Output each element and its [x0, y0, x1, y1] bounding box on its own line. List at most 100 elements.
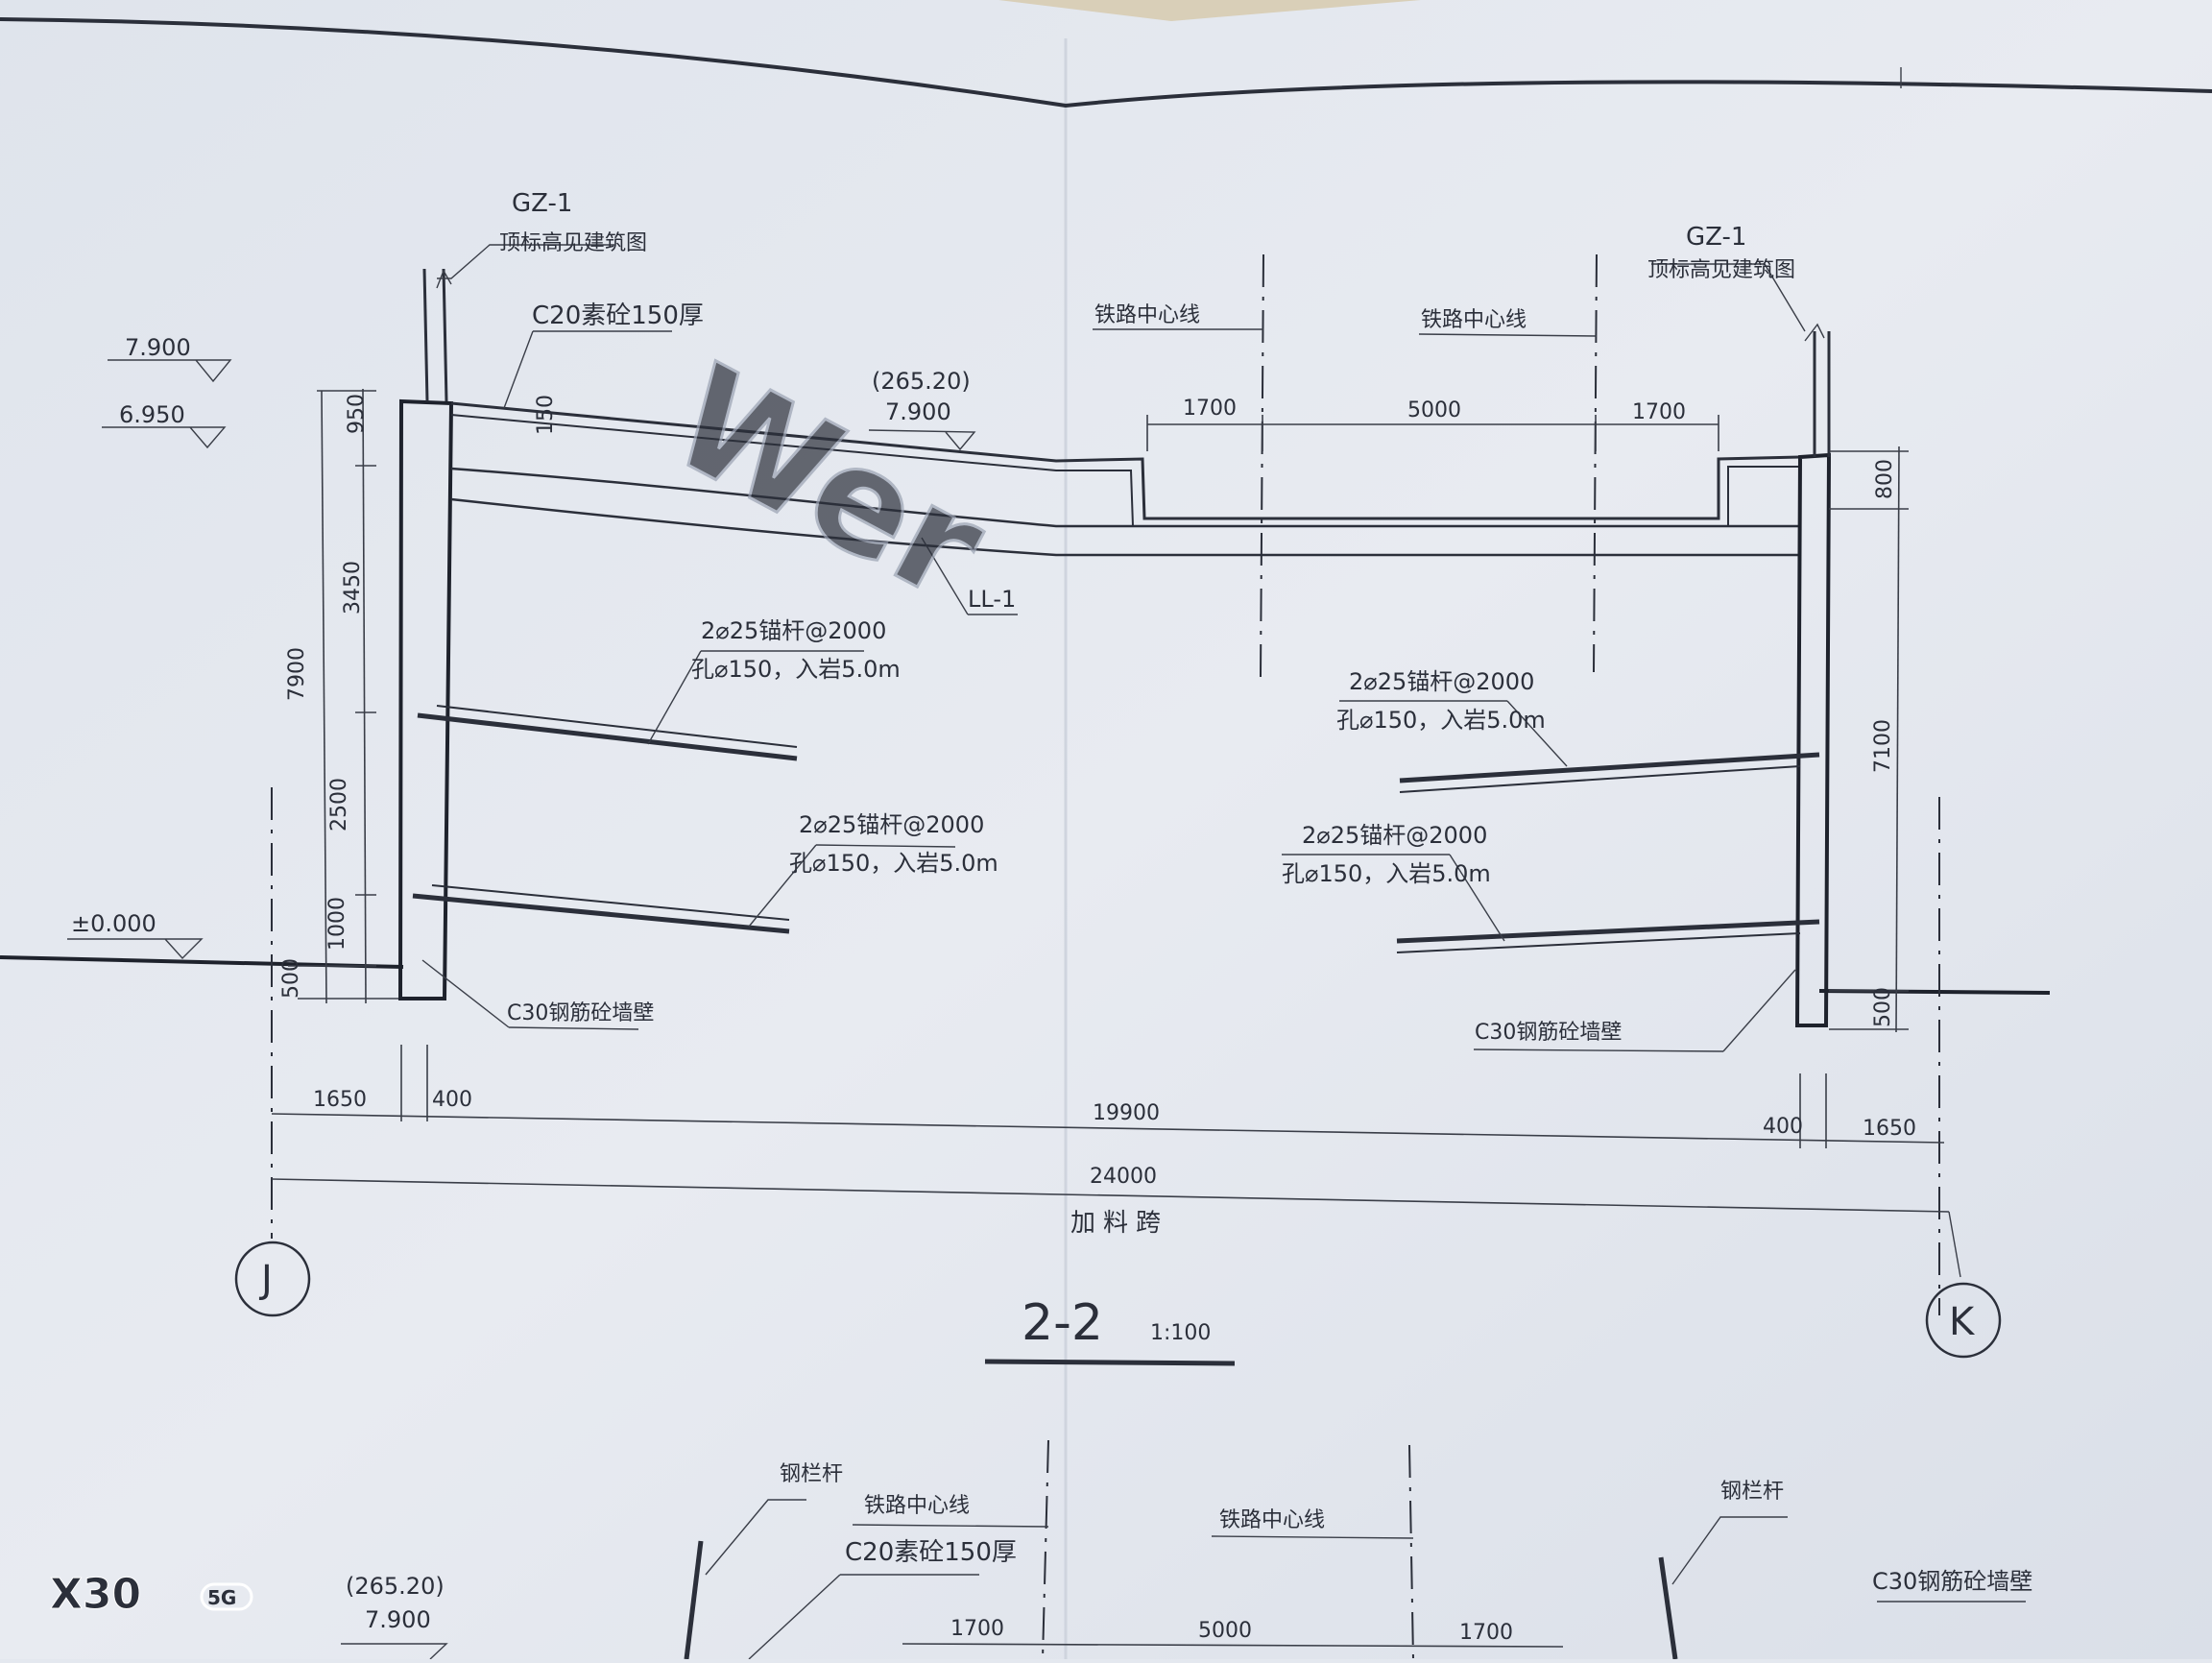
lower-dim-1700-a: 1700 — [950, 1617, 1004, 1641]
slab-thickness: 150 — [534, 395, 558, 435]
dim-bottom-ticks — [400, 1045, 1827, 1148]
dim-right-chain — [1895, 446, 1900, 1033]
gz-right-break — [1804, 323, 1825, 342]
lower-elev-ref: (265.20) — [346, 1573, 445, 1600]
lower-railing-right: 钢栏杆 — [1720, 1480, 1784, 1504]
dim-top-1700-b: 1700 — [1632, 400, 1686, 424]
lower-elev-top: 7.900 — [365, 1606, 431, 1633]
anchor-1-line2: 孔⌀150，入岩5.0m — [691, 656, 901, 683]
lower-rail-cl-1: 铁路中心线 — [864, 1494, 970, 1518]
lower-section — [341, 1439, 2026, 1660]
elev-marks — [67, 359, 976, 960]
lower-railing-left: 钢栏杆 — [780, 1462, 843, 1486]
elev-left-1: 7.900 — [125, 334, 191, 361]
dim-bottom-1650-b: 1650 — [1863, 1117, 1916, 1141]
gz-left-column-edge — [442, 268, 448, 402]
elev-ref-label: (265.20) — [872, 368, 971, 395]
anchor-right-lower — [1396, 919, 1820, 953]
section-title: 2-2 — [1022, 1294, 1103, 1352]
lower-dim-1700-b: 1700 — [1459, 1621, 1513, 1645]
gz-left-label: GZ-1 — [512, 189, 572, 218]
dim-overall-24000: 24000 — [1090, 1165, 1157, 1189]
anchor-3-line1: 2⌀25锚杆@2000 — [1349, 668, 1534, 695]
anchor-3-line2: 孔⌀150，入岩5.0m — [1336, 707, 1546, 734]
title-underline — [984, 1359, 1236, 1366]
section-scale: 1:100 — [1150, 1321, 1211, 1345]
axis-label-j: J — [258, 1258, 273, 1302]
dim-left-3450: 3450 — [341, 561, 365, 615]
span-name: 加料跨 — [1070, 1209, 1168, 1238]
elev-left-2: 6.950 — [119, 401, 185, 428]
dim-left-500: 500 — [279, 958, 303, 999]
leaders — [421, 330, 1796, 1052]
anchor-2-line2: 孔⌀150，入岩5.0m — [789, 850, 998, 877]
camera-network: 5G — [207, 1586, 236, 1609]
dim-right-7100: 7100 — [1871, 719, 1895, 773]
elev-top-label: 7.900 — [885, 398, 951, 425]
lower-dim-5000: 5000 — [1198, 1619, 1252, 1643]
rail-cl-label-2: 铁路中心线 — [1421, 308, 1527, 332]
beam-bottom — [450, 497, 1800, 557]
frame-border — [0, 17, 2212, 108]
dim-left-total — [321, 390, 327, 1004]
anchor-left-upper — [417, 705, 798, 761]
dim-bottom-chain — [271, 1113, 1945, 1144]
rail-centerline-1 — [1260, 253, 1264, 678]
dim-right-500: 500 — [1871, 987, 1895, 1027]
dim-left-chain — [362, 388, 367, 1004]
beam-top — [450, 467, 1800, 528]
axis-bubble-j — [234, 1241, 311, 1317]
dim-right-ticks — [1829, 450, 1909, 1030]
gz-left-break — [436, 269, 452, 289]
anchor-left-lower — [412, 884, 790, 934]
anchor-1-line1: 2⌀25锚杆@2000 — [701, 617, 886, 644]
right-wall — [1794, 452, 1832, 1027]
lower-wall-label: C30钢筋砼墙壁 — [1872, 1568, 2032, 1595]
gz-left-leader — [437, 244, 614, 279]
gz-right-label: GZ-1 — [1686, 223, 1746, 252]
anchor-right-upper — [1399, 752, 1820, 793]
dim-bottom-1650-a: 1650 — [313, 1088, 367, 1112]
dim-overall — [271, 1178, 1950, 1213]
rail-cl-2-leader — [1418, 333, 1598, 337]
wall-right-label: C30钢筋砼墙壁 — [1475, 1021, 1622, 1045]
table-edge — [998, 0, 1421, 21]
dim-left-7900: 7900 — [285, 647, 309, 701]
anchor-4-line2: 孔⌀150，入岩5.0m — [1282, 860, 1491, 887]
lower-slab-label: C20素砼150厚 — [845, 1538, 1017, 1567]
gz-right-note: 顶标高见建筑图 — [1647, 258, 1795, 282]
dim-top-5000: 5000 — [1407, 398, 1461, 422]
anchor-4-line1: 2⌀25锚杆@2000 — [1302, 822, 1487, 849]
wall-left-label: C30钢筋砼墙壁 — [507, 1001, 654, 1025]
dim-top-ticks — [1146, 415, 1719, 451]
dim-right-800: 800 — [1873, 459, 1897, 499]
dim-bottom-400-a: 400 — [432, 1088, 472, 1112]
gz-left-note: 顶标高见建筑图 — [499, 231, 647, 255]
lower-rail-cl-2: 铁路中心线 — [1219, 1508, 1325, 1532]
rail-cl-label-1: 铁路中心线 — [1094, 303, 1200, 327]
network-badge — [200, 1582, 253, 1611]
gz-right-leader — [1651, 263, 1806, 332]
anchor-2-line1: 2⌀25锚杆@2000 — [799, 811, 984, 838]
slab-label: C20素砼150厚 — [532, 301, 704, 330]
elev-ground-label: ±0.000 — [71, 910, 156, 937]
dim-left-950: 950 — [345, 394, 369, 434]
slab-top — [450, 401, 1801, 520]
dim-left-2500: 2500 — [327, 778, 351, 832]
dim-left-ticks — [288, 390, 398, 1000]
rail-centerline-2 — [1593, 253, 1598, 673]
dim-top-1700-a: 1700 — [1183, 397, 1237, 421]
axis-k-leader — [1948, 1211, 1961, 1278]
dim-bottom-400-b: 400 — [1763, 1115, 1803, 1139]
camera-model: X30 — [50, 1570, 141, 1619]
beam-label: LL-1 — [968, 586, 1016, 613]
dim-left-1000: 1000 — [325, 897, 349, 951]
gz-left-column — [422, 268, 429, 402]
left-wall — [397, 398, 454, 1000]
axis-bubble-k — [1925, 1282, 2002, 1359]
dim-bottom-19900: 19900 — [1093, 1101, 1160, 1125]
text-layer: GZ-1 顶标高见建筑图 GZ-1 顶标高见建筑图 C20素砼150厚 150 … — [71, 189, 2032, 1645]
